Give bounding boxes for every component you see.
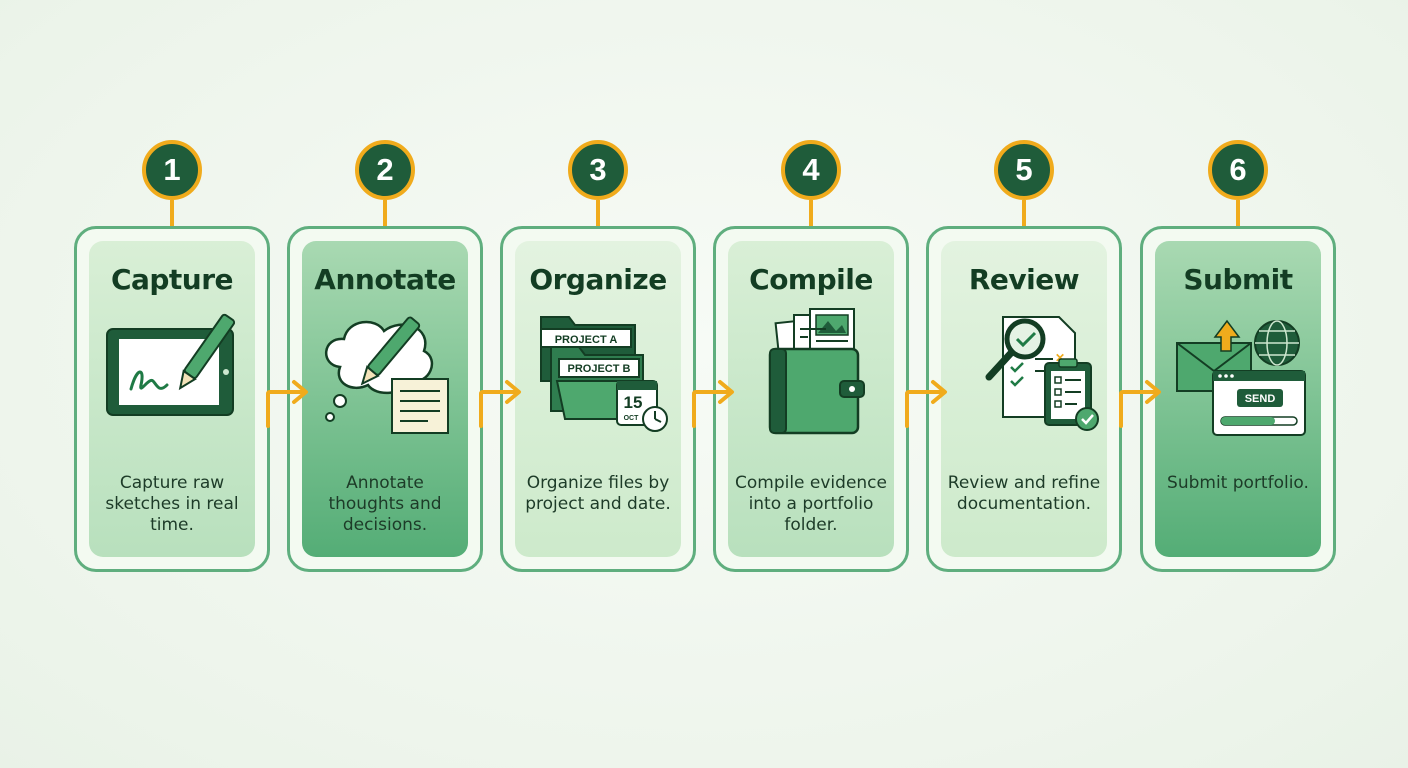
step-annotate: 2 Annotate An (287, 136, 483, 572)
connector-stem (170, 200, 174, 228)
step-description: Compile evidence into a portfolio folder… (734, 473, 887, 535)
step-card: Compile Compile evidence into a (713, 226, 909, 572)
flow-arrow (266, 380, 308, 428)
step-number-badge: 3 (568, 140, 628, 200)
magnifier-checklist-icon: ✕ ✕ (985, 316, 1099, 431)
step-title: Review (968, 263, 1080, 296)
step-card-inner: Annotate Annotate thoughts and decisio (302, 241, 468, 557)
step-number-badge: 5 (994, 140, 1054, 200)
tablet-pen-icon (106, 313, 236, 416)
step-card-inner: Organize PROJECT A PROJECT B 15 OCT (515, 241, 681, 557)
step-title: Capture (110, 263, 234, 296)
step-capture: 1 Capture Capture raw sketches in real t… (74, 136, 270, 572)
step-card: Review ✕ ✕ (926, 226, 1122, 572)
svg-text:✕: ✕ (1055, 351, 1065, 365)
connector-stem (1236, 200, 1240, 228)
step-review: 5 Review ✕ ✕ (926, 136, 1122, 572)
connector-stem (596, 200, 600, 228)
step-submit: 6 Submit (1140, 136, 1336, 572)
connector-stem (1022, 200, 1026, 228)
thought-bubble-pencil-icon (324, 316, 449, 434)
step-number-badge: 4 (781, 140, 841, 200)
step-title: Annotate (314, 263, 456, 296)
step-card: Capture Capture raw sketches in real tim… (74, 226, 270, 572)
connector-stem (383, 200, 387, 228)
folder-b-label: PROJECT B (568, 363, 631, 375)
step-card: Annotate Annotate thoughts and decisio (287, 226, 483, 572)
step-title: Compile (749, 263, 873, 296)
step-organize: 3 Organize PROJECT A PROJECT B 15 OCT (500, 136, 696, 572)
flow-arrow (905, 380, 947, 428)
flow-arrow (692, 380, 734, 428)
step-title: Submit (1183, 263, 1293, 296)
calendar-month: OCT (624, 415, 640, 422)
step-card-inner: Review ✕ ✕ (941, 241, 1107, 557)
step-card: Submit SEND (1140, 226, 1336, 572)
portfolio-binder-icon (768, 308, 865, 435)
step-number-badge: 1 (142, 140, 202, 200)
step-card: Organize PROJECT A PROJECT B 15 OCT (500, 226, 696, 572)
step-description: Capture raw sketches in real time. (105, 473, 239, 535)
folders-calendar-icon: PROJECT A PROJECT B 15 OCT (540, 316, 668, 432)
flow-arrow (479, 380, 521, 428)
step-description: Review and refine documentation. (947, 473, 1101, 514)
send-envelope-globe-icon: SEND (1176, 319, 1306, 436)
flow-arrow (1119, 380, 1161, 428)
send-label: SEND (1245, 393, 1276, 405)
calendar-day: 15 (624, 393, 643, 412)
step-description: Organize files by project and date. (525, 473, 671, 514)
step-description: Submit portfolio. (1167, 473, 1309, 493)
step-compile: 4 Compile (713, 136, 909, 572)
step-title: Organize (529, 263, 667, 296)
step-card-inner: Capture Capture raw sketches in real tim… (89, 241, 255, 557)
step-card-inner: Submit SEND (1155, 241, 1321, 557)
folder-a-label: PROJECT A (555, 334, 618, 346)
step-card-inner: Compile Compile evidence into a (728, 241, 894, 557)
connector-stem (809, 200, 813, 228)
step-number-badge: 2 (355, 140, 415, 200)
step-number-badge: 6 (1208, 140, 1268, 200)
step-description: Annotate thoughts and decisions. (328, 473, 442, 535)
